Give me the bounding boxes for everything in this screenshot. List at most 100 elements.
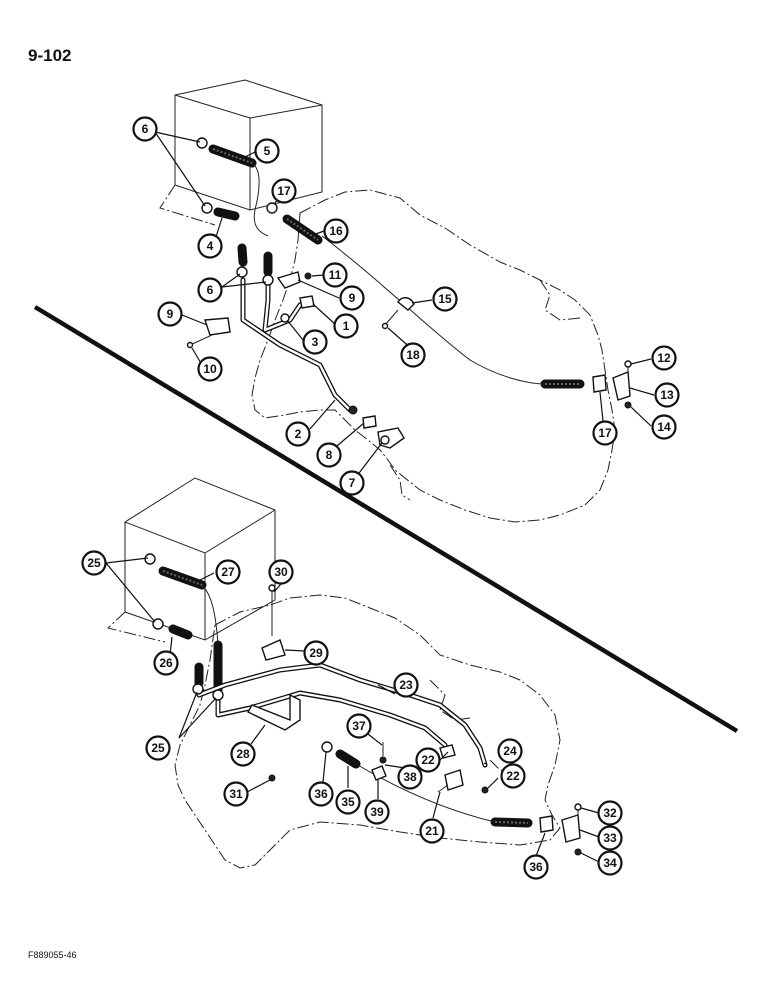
- callouts: 6 5 17 16 4 11 6 9 15 9 1 3 18 12 10 13 …: [81, 116, 680, 880]
- svg-text:17: 17: [598, 426, 612, 440]
- callout-29: 29: [303, 640, 329, 666]
- callout-22: 22: [500, 763, 526, 789]
- svg-text:17: 17: [277, 184, 291, 198]
- lower-assembly: [105, 477, 600, 869]
- svg-text:37: 37: [352, 719, 366, 733]
- svg-text:5: 5: [264, 144, 271, 158]
- svg-text:27: 27: [221, 565, 235, 579]
- hose-5: [208, 144, 257, 168]
- section-divider: [33, 305, 739, 733]
- callout-21: 21: [419, 818, 445, 844]
- callout-13: 13: [654, 382, 680, 408]
- callout-16: 16: [323, 218, 349, 244]
- hose-26: [168, 624, 193, 640]
- svg-text:12: 12: [657, 351, 671, 365]
- callout-18: 18: [400, 342, 426, 368]
- hose-27: [158, 566, 207, 590]
- svg-text:22: 22: [421, 753, 435, 767]
- hose-35: [335, 749, 361, 769]
- hose-16: [282, 214, 323, 245]
- svg-text:6: 6: [207, 283, 214, 297]
- svg-text:11: 11: [329, 268, 342, 282]
- svg-text:4: 4: [207, 239, 214, 253]
- svg-text:36: 36: [529, 860, 543, 874]
- callout-30: 30: [268, 559, 294, 585]
- svg-text:9: 9: [349, 291, 356, 305]
- callout-25: 25: [81, 550, 107, 576]
- callout-34: 34: [597, 850, 623, 876]
- svg-text:1: 1: [343, 319, 350, 333]
- callout-4: 4: [197, 233, 223, 259]
- upper-assembly: [154, 79, 655, 523]
- callout-35: 35: [335, 789, 361, 815]
- svg-text:9: 9: [167, 307, 174, 321]
- callout-25: 25: [145, 735, 171, 761]
- svg-text:28: 28: [236, 747, 250, 761]
- callout-17: 17: [271, 178, 297, 204]
- callout-26: 26: [153, 650, 179, 676]
- callout-3: 3: [302, 329, 328, 355]
- svg-text:29: 29: [309, 646, 323, 660]
- tube-2: [240, 277, 353, 413]
- svg-text:3: 3: [312, 335, 319, 349]
- callout-37: 37: [346, 713, 372, 739]
- svg-text:18: 18: [406, 348, 420, 362]
- callout-32: 32: [597, 800, 623, 826]
- hose-return-lower: [490, 817, 533, 828]
- svg-text:31: 31: [229, 787, 243, 801]
- svg-text:39: 39: [370, 805, 384, 819]
- svg-text:16: 16: [329, 224, 343, 238]
- callout-10: 10: [197, 356, 223, 382]
- svg-text:2: 2: [295, 427, 302, 441]
- callout-5: 5: [254, 138, 280, 164]
- svg-text:13: 13: [660, 388, 674, 402]
- callout-12: 12: [651, 345, 677, 371]
- callout-22: 22: [415, 747, 441, 773]
- callout-2: 2: [285, 421, 311, 447]
- callout-36: 36: [308, 781, 334, 807]
- callout-11: 11: [322, 262, 348, 288]
- callout-9: 9: [339, 285, 365, 311]
- svg-text:33: 33: [603, 831, 617, 845]
- svg-text:38: 38: [403, 770, 417, 784]
- reservoir-box-lower: [106, 477, 276, 643]
- page-number: 9-102: [28, 46, 72, 65]
- svg-text:35: 35: [341, 795, 355, 809]
- callout-38: 38: [397, 764, 423, 790]
- callout-17: 17: [592, 420, 618, 446]
- hose-4: [213, 207, 240, 221]
- tube-23: [196, 662, 488, 768]
- callout-8: 8: [316, 442, 342, 468]
- reservoir-box-upper: [159, 79, 323, 226]
- svg-text:7: 7: [349, 476, 356, 490]
- callout-31: 31: [223, 781, 249, 807]
- callout-7: 7: [339, 470, 365, 496]
- svg-text:15: 15: [438, 292, 452, 306]
- svg-text:25: 25: [151, 741, 165, 755]
- callout-33: 33: [597, 825, 623, 851]
- callout-15: 15: [432, 286, 458, 312]
- callout-6: 6: [132, 116, 158, 142]
- callout-27: 27: [215, 559, 241, 585]
- callout-36: 36: [523, 854, 549, 880]
- svg-text:32: 32: [603, 806, 617, 820]
- svg-text:21: 21: [425, 824, 439, 838]
- hose-6-left: [237, 243, 248, 267]
- svg-text:26: 26: [159, 656, 173, 670]
- engine-outline-lower: [174, 594, 561, 869]
- svg-text:34: 34: [603, 856, 617, 870]
- svg-text:25: 25: [87, 556, 101, 570]
- svg-text:30: 30: [274, 565, 288, 579]
- svg-text:14: 14: [657, 420, 671, 434]
- svg-text:6: 6: [142, 122, 149, 136]
- svg-text:22: 22: [506, 769, 520, 783]
- callout-1: 1: [333, 313, 359, 339]
- callout-14: 14: [651, 414, 677, 440]
- svg-text:8: 8: [326, 448, 333, 462]
- callout-6: 6: [197, 277, 223, 303]
- callout-28: 28: [230, 741, 256, 767]
- svg-text:10: 10: [203, 362, 217, 376]
- engine-outline-upper: [251, 189, 616, 523]
- callout-39: 39: [364, 799, 390, 825]
